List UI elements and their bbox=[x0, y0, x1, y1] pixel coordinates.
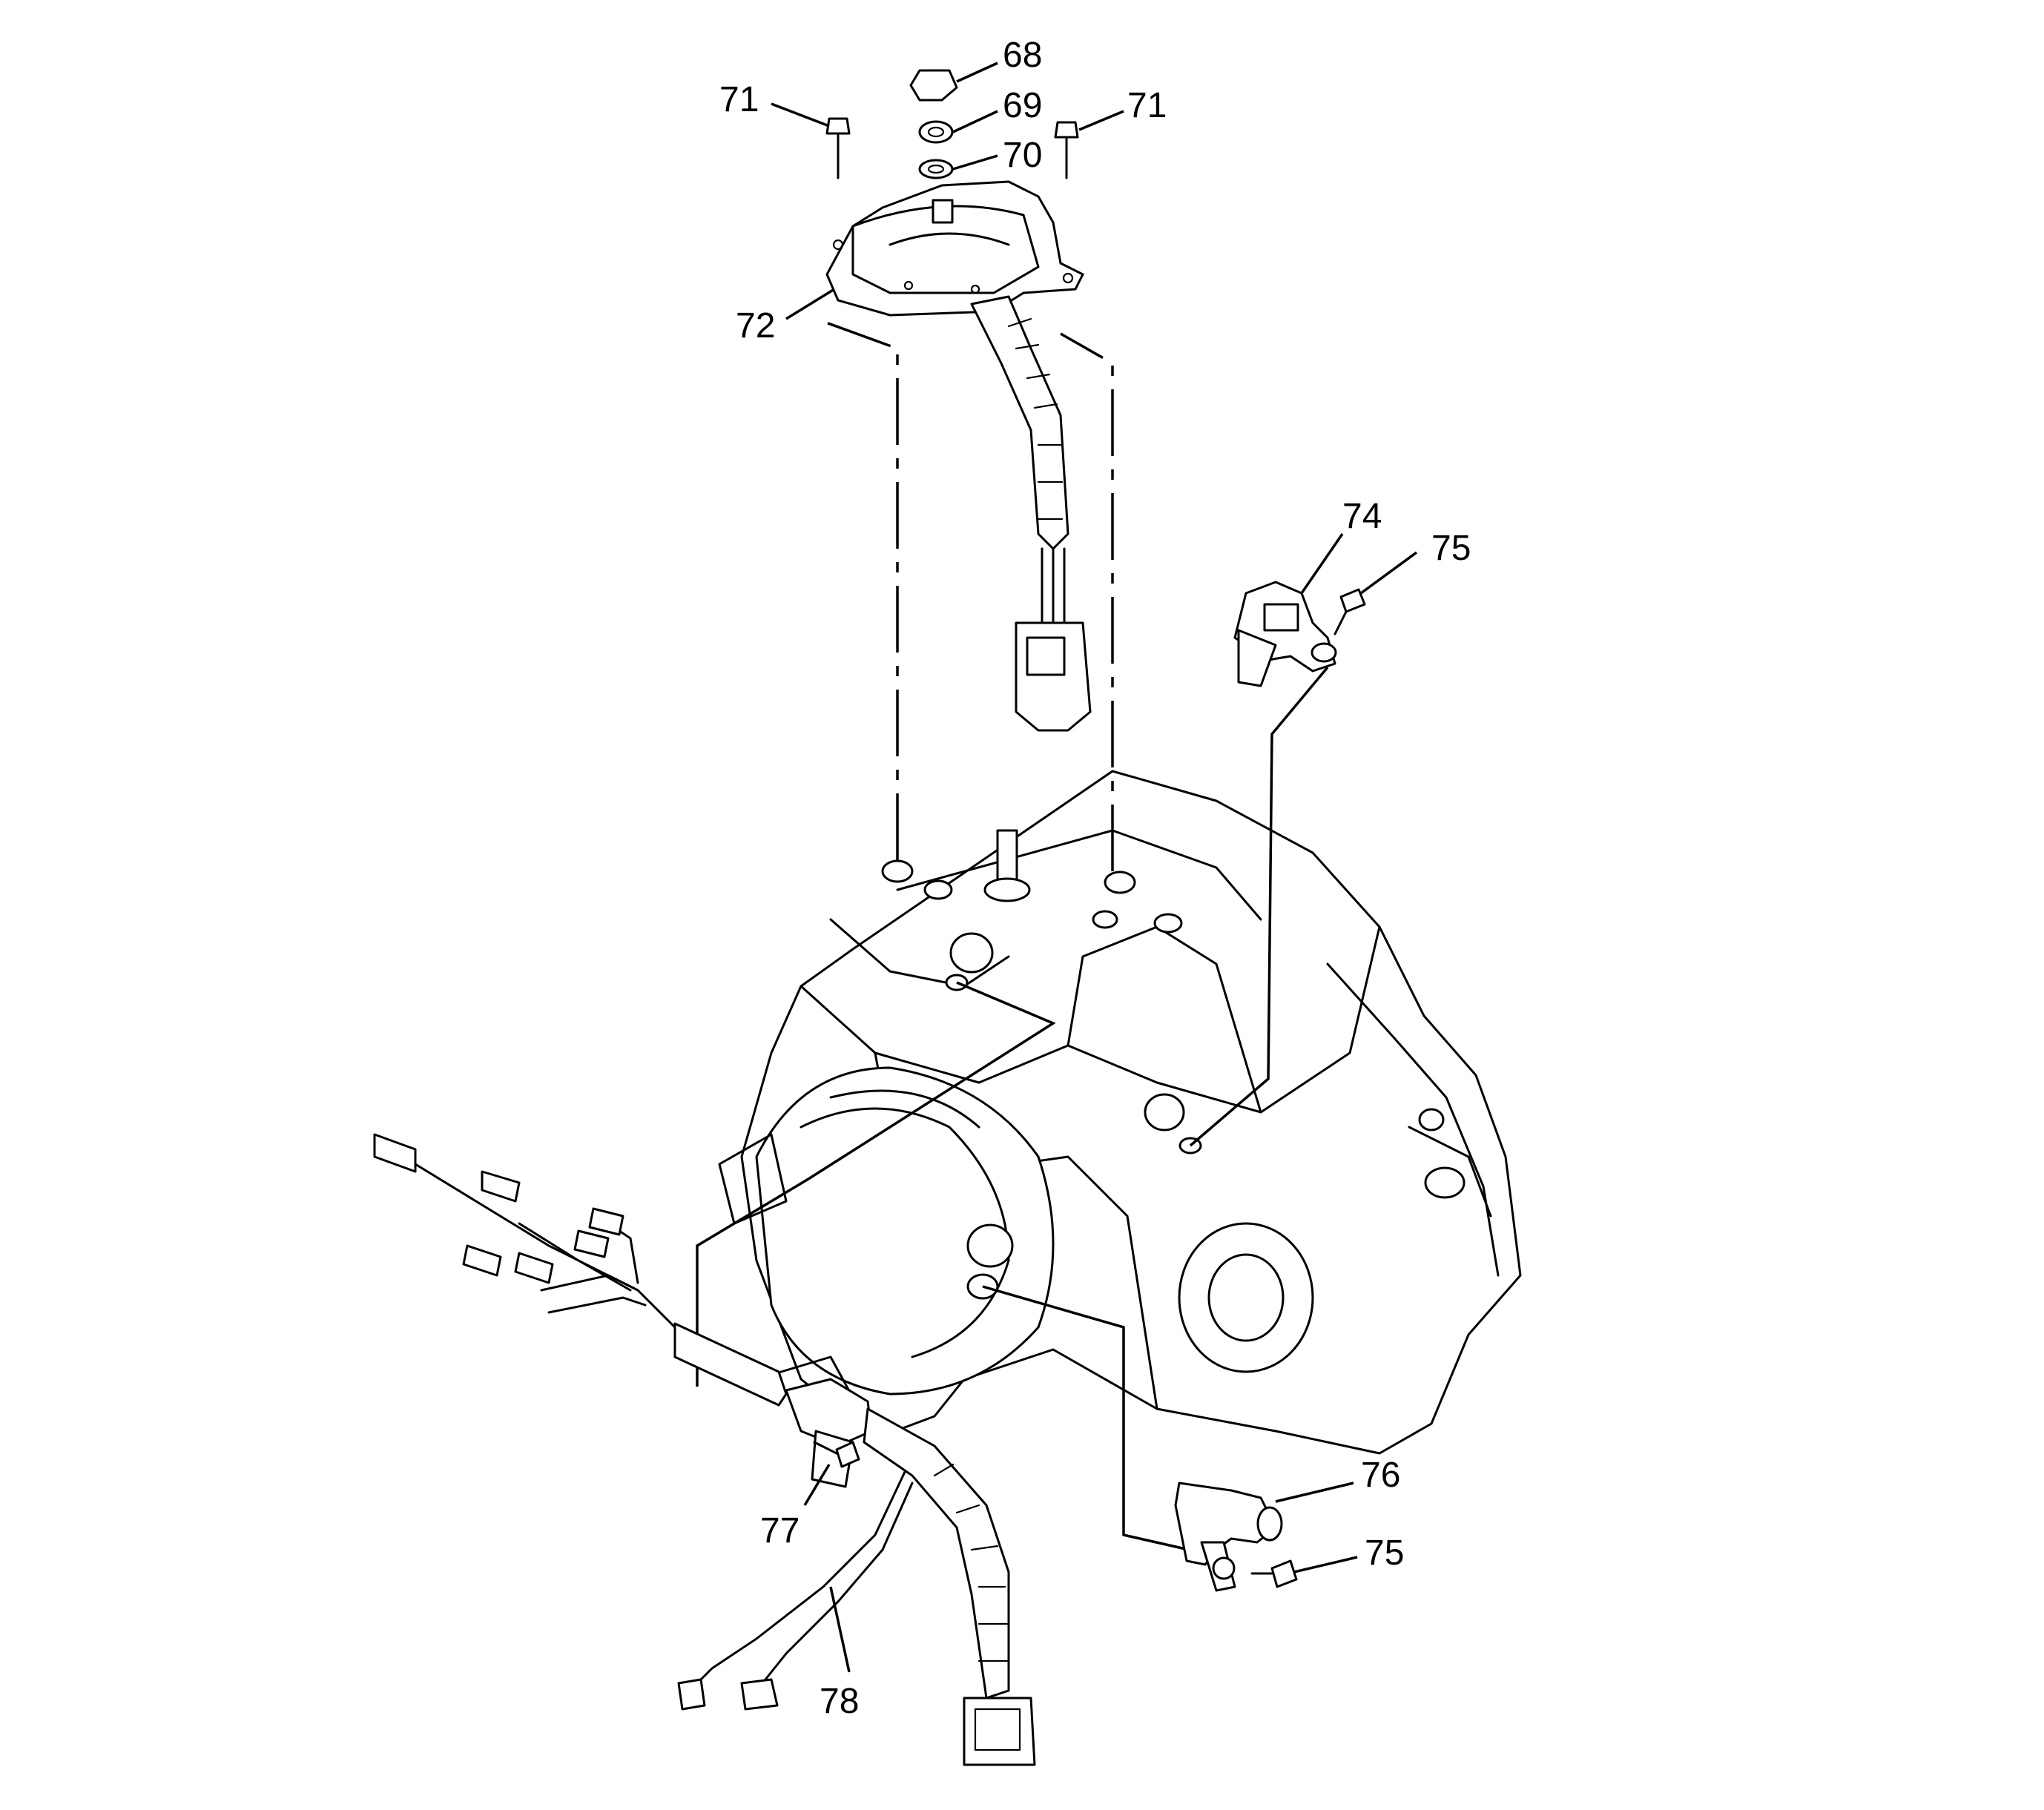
callout-78: 78 bbox=[820, 1682, 859, 1721]
callout-70: 70 bbox=[1003, 136, 1042, 175]
speed-sensor-74 bbox=[1233, 581, 1337, 687]
range-switch-72 bbox=[825, 180, 1092, 732]
nut-68 bbox=[909, 69, 958, 102]
callout-71-left: 71 bbox=[719, 80, 759, 119]
callout-75-bottom: 75 bbox=[1365, 1533, 1404, 1573]
callout-75-top: 75 bbox=[1431, 529, 1471, 568]
transmission-case bbox=[718, 770, 1522, 1455]
callout-77: 77 bbox=[760, 1511, 800, 1550]
speed-sensor-76 bbox=[1174, 1482, 1283, 1592]
bolt-71-left bbox=[825, 117, 851, 179]
lock-washer-69 bbox=[918, 120, 954, 144]
callout-72: 72 bbox=[736, 306, 775, 346]
washer-70 bbox=[918, 159, 954, 179]
mounting-lines bbox=[696, 317, 1329, 1555]
bolt-71-right bbox=[1054, 121, 1079, 179]
callout-69: 69 bbox=[1003, 86, 1042, 125]
bolt-75-bottom bbox=[1250, 1559, 1298, 1588]
bolt-77 bbox=[813, 1441, 860, 1468]
callout-labels: 68 69 70 71 71 72 74 75 76 75 77 78 bbox=[719, 36, 1471, 1721]
callout-68: 68 bbox=[1003, 36, 1042, 75]
callout-76: 76 bbox=[1361, 1456, 1400, 1495]
callout-71-right: 71 bbox=[1127, 86, 1167, 125]
wiring-harness-78 bbox=[373, 1133, 1036, 1766]
callout-74: 74 bbox=[1342, 497, 1382, 536]
leader-lines bbox=[771, 62, 1418, 1673]
bolt-75-top bbox=[1333, 588, 1366, 635]
